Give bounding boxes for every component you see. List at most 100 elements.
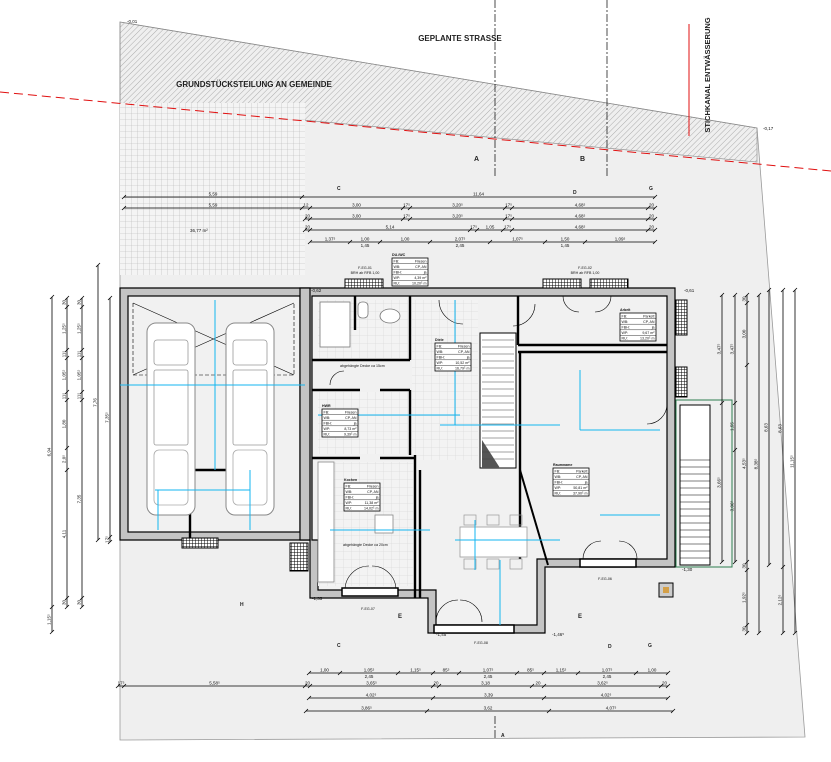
dining-table (459, 514, 528, 570)
dimension-sublabel: 2,45 (456, 243, 465, 248)
dimension-label: 3,47⁵ (717, 344, 722, 355)
street-label: GEPLANTE STRASSE (418, 34, 502, 43)
dimension-tick (407, 205, 413, 211)
dimension-tick (744, 300, 750, 306)
dimension-label: 3,65⁵ (366, 681, 377, 686)
chimney-core (663, 587, 669, 593)
dimension-tick (79, 304, 85, 310)
room-tag-value: CP, AN (367, 490, 379, 494)
dimension-label: 85⁵ (527, 668, 534, 673)
level-bump-left: -1,45 (436, 632, 447, 637)
room-tag-key: WP: (324, 427, 331, 431)
dimension-tick (665, 695, 671, 701)
room-tag-box (619, 312, 657, 342)
section-d-bottom: D (608, 644, 612, 650)
level-right: -0,61 (684, 288, 695, 293)
dimension-tick (64, 604, 70, 610)
dimension-label: 3,62⁵ (597, 681, 608, 686)
dimension-tick (766, 562, 772, 568)
dimension-chain: 11,15⁵ (790, 287, 798, 636)
dimension-tick (541, 670, 547, 676)
terrace-paving (120, 103, 305, 275)
room-name: DU./WC (392, 253, 406, 257)
dimension-tick (792, 630, 798, 636)
dimension-tick (79, 604, 85, 610)
drain-label: STICHKANAL ENTWÄSSERUNG (703, 17, 712, 132)
dimension-tick (64, 445, 70, 451)
dimension-label: 1,09⁵ (615, 237, 626, 242)
room-tag-box (552, 467, 590, 497)
dimension-label: 17⁵ (105, 536, 110, 543)
section-e-left: E (398, 614, 402, 620)
hall-tiles (412, 300, 478, 460)
dimension-tick (121, 683, 127, 689)
room-tag-key: WB: (346, 490, 353, 494)
dimension-tick (665, 683, 671, 689)
dimension-label: 20 (305, 214, 311, 219)
dimension-tick (670, 708, 676, 714)
dimension-label: 17⁵ (403, 203, 410, 208)
dimension-tick (744, 630, 750, 636)
dimension-label: 1,25⁵ (62, 323, 67, 334)
room-tag-value: 14,02⁵ m (364, 507, 378, 511)
room-tag-key: RU: (346, 507, 352, 511)
room-tag-key: WP: (394, 276, 401, 280)
section-a-bottom: A (501, 733, 505, 739)
dimension-label: 3,06⁵ (730, 501, 735, 512)
dimension-label: 17⁵ (504, 225, 511, 230)
dimension-label: 17⁵ (118, 681, 125, 686)
dimension-tick (756, 292, 762, 298)
dimension-label: 20 (535, 681, 541, 686)
room-tag-box (343, 482, 381, 512)
dimension-label: 30 (62, 300, 67, 306)
dimension-label: 3,86⁵ (361, 706, 372, 711)
room-tag-key: WB: (622, 320, 629, 324)
dimension-label: 30 (62, 600, 67, 606)
dimension-tick (744, 362, 750, 368)
window-right-2 (675, 366, 688, 398)
dimension-tick (719, 400, 725, 406)
room-tag-value: ja (466, 356, 470, 360)
dimension-label: 11,64 (473, 192, 484, 197)
room-tag-value: ja (353, 422, 357, 426)
dimension-label: 1,05⁵ (364, 668, 375, 673)
dimension-tick (337, 670, 343, 676)
dimension-label: 3,18 (481, 681, 490, 686)
window-label-f-eg-06: F-EG-06 (598, 577, 612, 581)
terrace-area: 36,77 m² (190, 228, 208, 233)
dimension-tick (79, 595, 85, 601)
dimension-tick (49, 294, 55, 300)
dimension-tick (307, 205, 313, 211)
room-name: HWR (322, 404, 331, 408)
level-stair-bottom: -1,30 (682, 567, 693, 572)
dimension-tick (307, 239, 313, 245)
dimension-tick (306, 695, 312, 701)
room-name: Raumname (553, 463, 572, 467)
dimension-sublabel: 1,45 (361, 243, 370, 248)
dimension-label: 3,47⁵ (730, 344, 735, 355)
section-h: H (240, 602, 244, 608)
dimension-label: 4,68⁵ (575, 203, 586, 208)
dimension-tick (541, 683, 547, 689)
room-tag-value: 16,79⁵ m (455, 367, 469, 371)
dimension-tick (79, 389, 85, 395)
dimension-label: 3,00 (352, 203, 361, 208)
dimension-tick (64, 355, 70, 361)
dimension-label: 11⁵ (62, 351, 67, 358)
dimension-label: 1,92⁵ (742, 592, 747, 603)
dimension-label: 4,02⁵ (601, 693, 612, 698)
dimension-label: 4,11 (62, 529, 67, 538)
dimension-tick (514, 670, 520, 676)
door-swings (329, 295, 668, 623)
dimension-sublabel: 2,45 (484, 674, 493, 679)
dimension-label: 5,58⁵ (209, 681, 220, 686)
room-tag-key: RU: (437, 367, 443, 371)
dimension-label: 1,05⁵ (62, 370, 67, 381)
